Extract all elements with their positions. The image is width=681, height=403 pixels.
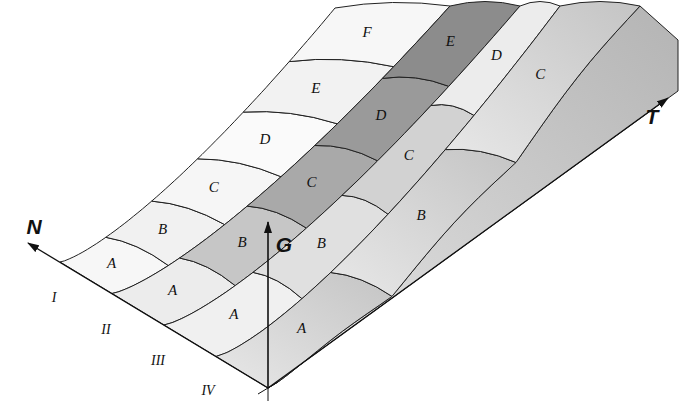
surface-cell xyxy=(216,273,392,389)
cell-letter: D xyxy=(375,107,386,122)
cell-letter: D xyxy=(491,48,502,63)
row-number: IV xyxy=(201,384,214,398)
axis-stub xyxy=(258,382,278,394)
cell-letter: E xyxy=(311,80,320,95)
cell-letter: A xyxy=(168,283,177,298)
axis-label: N xyxy=(26,216,41,237)
axis-stub xyxy=(268,388,269,401)
cell-letter: C xyxy=(535,67,545,82)
cell-letter: B xyxy=(416,207,425,222)
cell-letter: B xyxy=(158,222,167,237)
t-axis xyxy=(268,98,668,388)
axis-label: T xyxy=(646,106,659,127)
row-number: II xyxy=(101,323,110,337)
axis-label: G xyxy=(276,234,292,255)
cell-letter: A xyxy=(107,256,116,271)
cell-letter: F xyxy=(362,25,371,40)
cell-letter: A xyxy=(297,320,306,335)
surface-cell xyxy=(331,149,516,296)
cell-letter: D xyxy=(259,132,270,147)
cell-letter: B xyxy=(317,236,326,251)
cell-letter: E xyxy=(446,33,455,48)
surface-cell xyxy=(445,2,640,163)
n-axis xyxy=(28,243,268,388)
row-number: I xyxy=(52,291,57,305)
g-axis xyxy=(267,222,269,388)
row-number: III xyxy=(151,354,165,368)
cell-letter: A xyxy=(229,307,238,322)
cell-letter: B xyxy=(238,234,247,249)
cell-letter: C xyxy=(306,175,316,190)
cell-letter: C xyxy=(404,148,414,163)
cell-letter: C xyxy=(209,180,219,195)
